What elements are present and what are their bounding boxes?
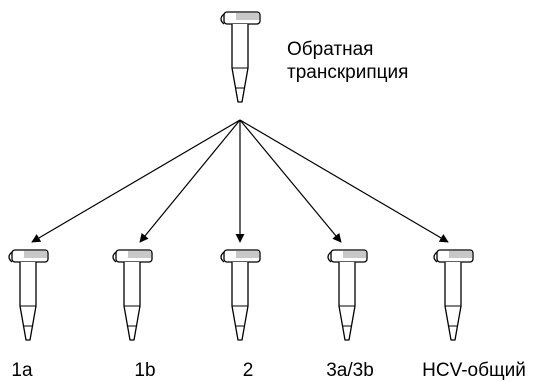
source-label-line2: транскрипция <box>287 62 408 83</box>
target-tube-1b-icon <box>112 249 153 341</box>
tube-label-1b: 1b <box>134 360 155 381</box>
tube-label-3a3b: 3a/3b <box>326 360 374 381</box>
target-tube-2-icon <box>220 249 261 341</box>
arrows <box>31 119 449 243</box>
tube-label-1a: 1a <box>11 360 33 381</box>
source-label-line1: Обратная <box>287 39 373 60</box>
target-tube-3a3b-icon <box>327 249 368 341</box>
arrow-to-3a3b <box>239 119 342 243</box>
arrow-to-1a <box>31 119 241 243</box>
arrow-to-1b <box>139 119 241 243</box>
target-tube-1a-icon <box>8 249 49 341</box>
target-tube-hcv-icon <box>433 249 474 341</box>
source-tube-icon <box>220 11 261 103</box>
tube-label-2: 2 <box>243 360 254 381</box>
tube-label-hcv: HCV-общий <box>422 360 526 381</box>
arrow-to-hcv <box>239 119 449 243</box>
